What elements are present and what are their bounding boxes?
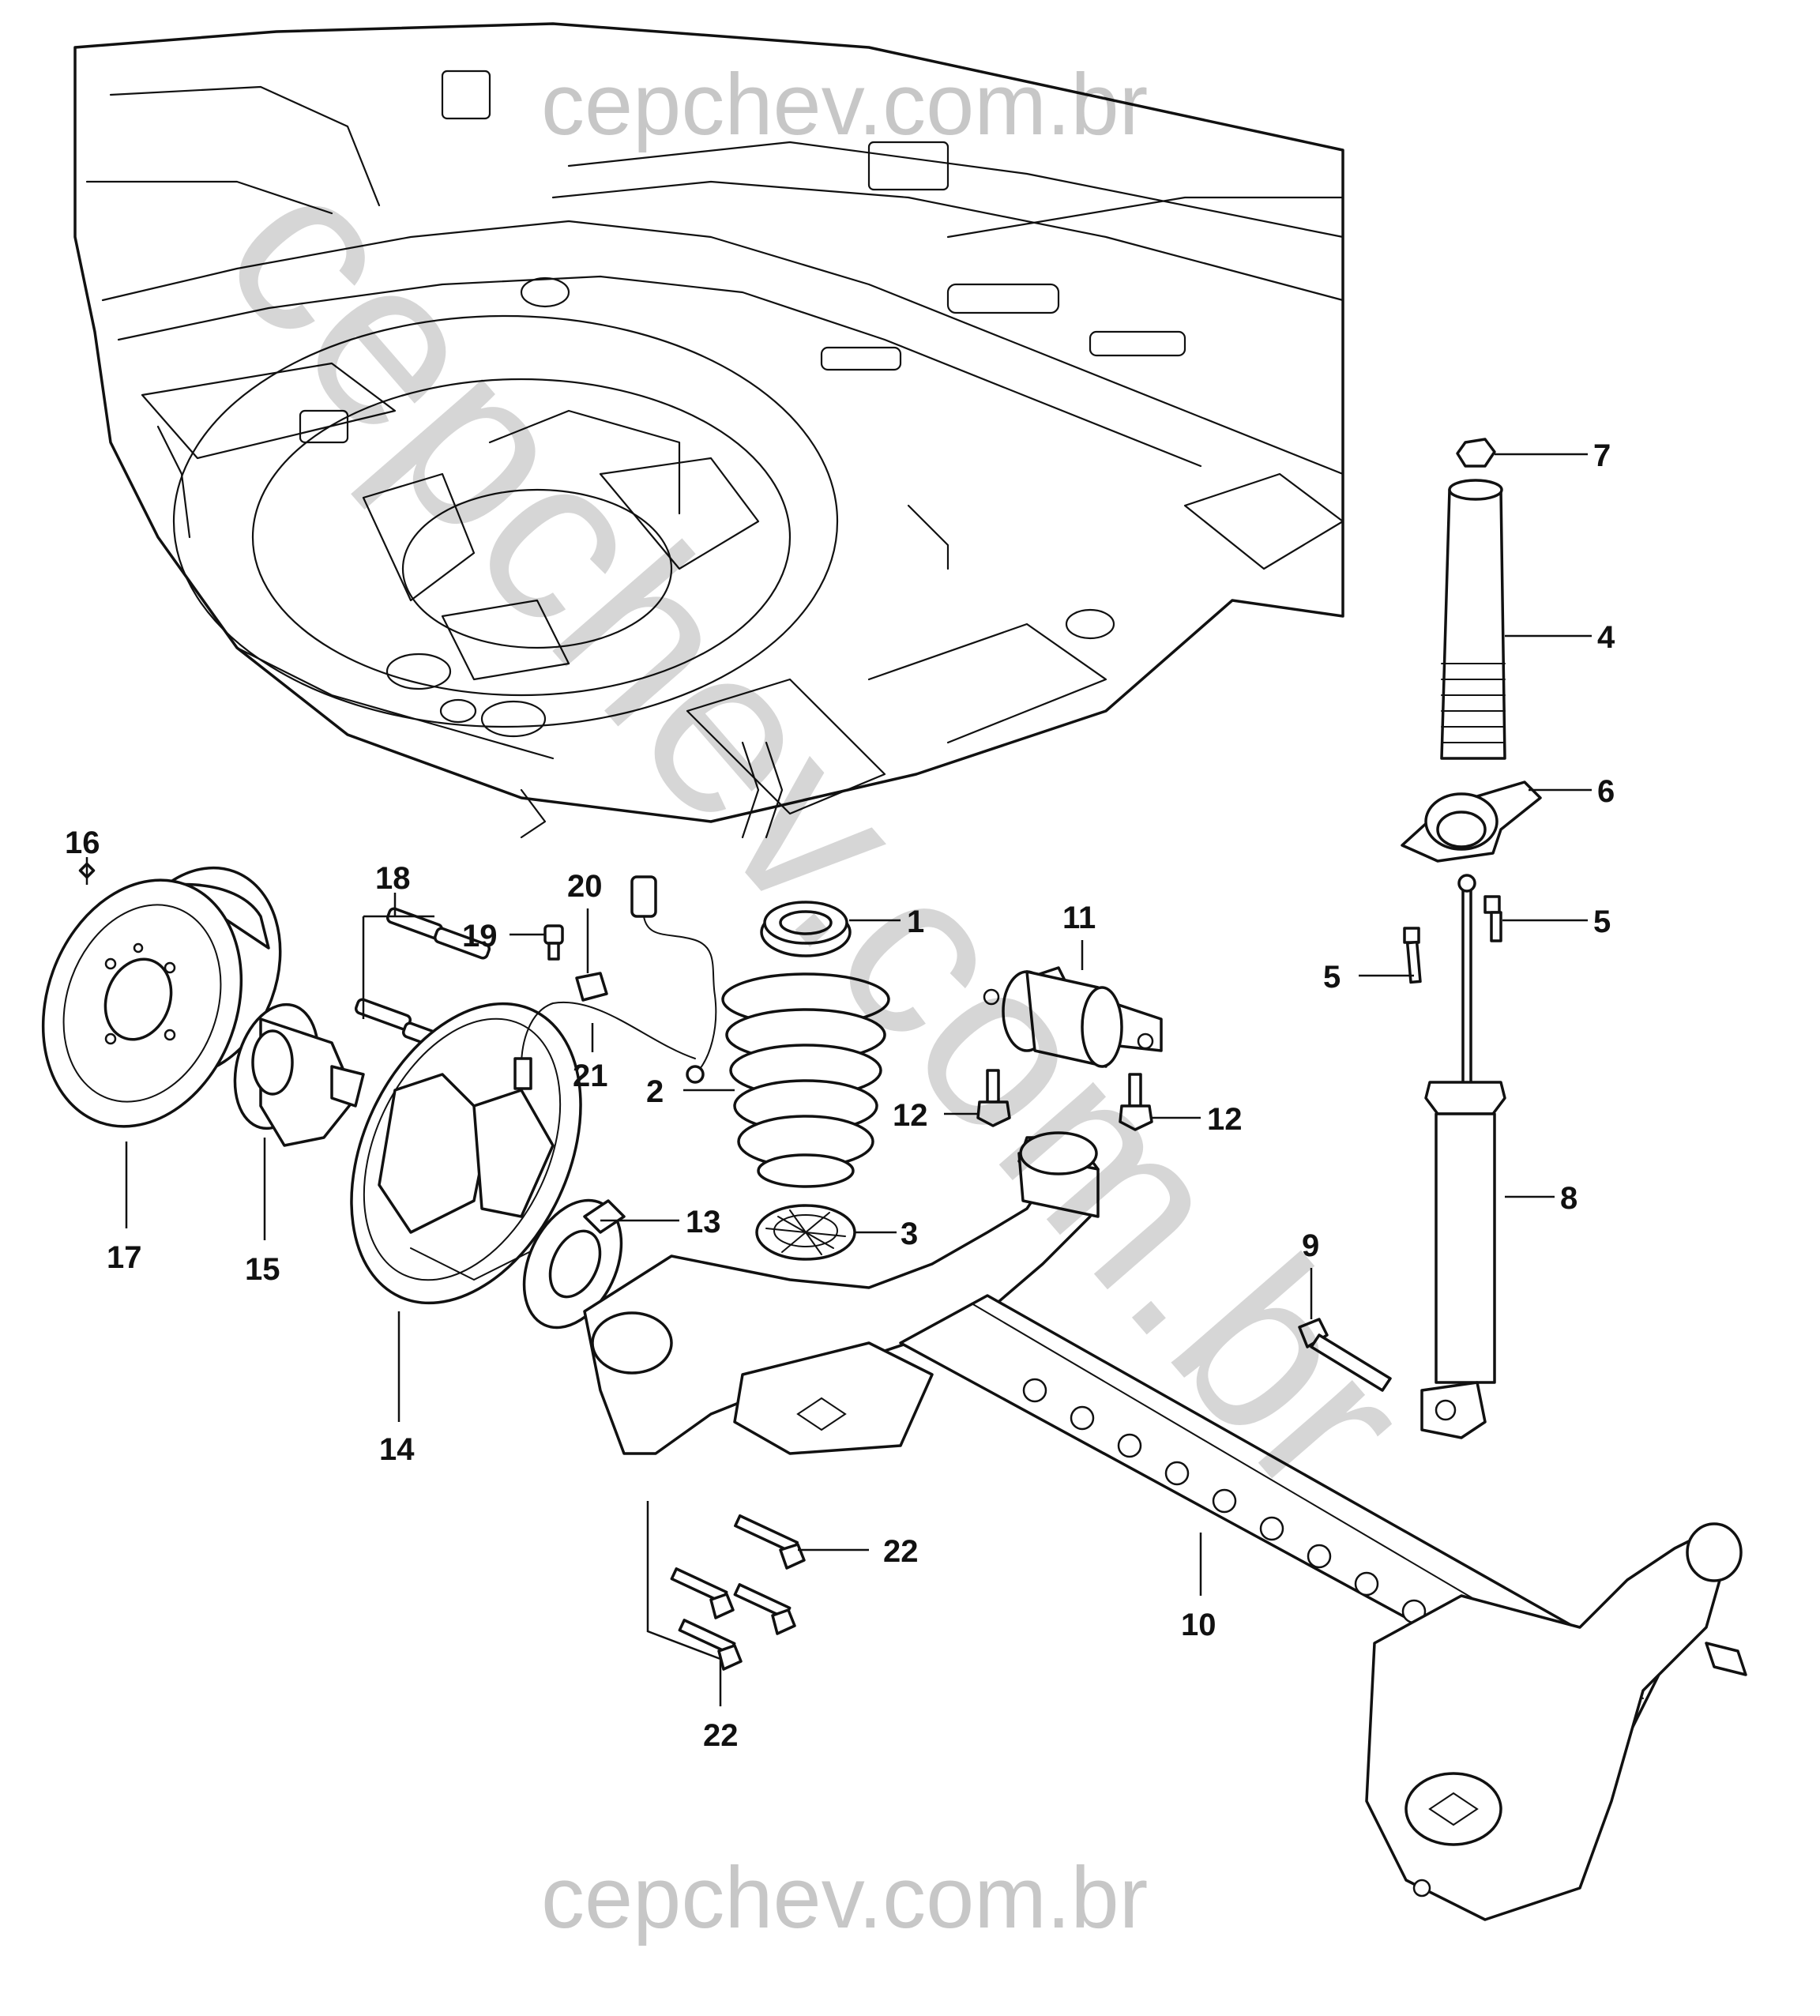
callout-9: 9 — [1302, 1228, 1319, 1263]
callout-3: 3 — [901, 1217, 918, 1251]
part-12-bolt-right — [1119, 1073, 1153, 1131]
callout-17: 17 — [107, 1240, 142, 1275]
part-9-long-bolt — [1298, 1318, 1392, 1392]
part-1-upper-spring-seat — [760, 901, 852, 957]
callout-labels: 1 2 3 4 5 5 6 7 8 9 10 11 12 12 13 14 15… — [65, 438, 1615, 1753]
leader-lines — [85, 453, 1592, 1706]
callout-1: 1 — [907, 905, 924, 939]
watermark-top: cepchev.com.br — [541, 56, 1148, 153]
part-11-bushing — [983, 966, 1163, 1068]
part-5-bolt-right — [1483, 895, 1502, 942]
callout-18: 18 — [375, 861, 411, 896]
part-8-shock-absorber — [1420, 874, 1506, 1439]
callout-8: 8 — [1560, 1181, 1577, 1216]
callout-14: 14 — [379, 1432, 415, 1467]
callout-13: 13 — [686, 1205, 721, 1239]
callout-10: 10 — [1181, 1608, 1216, 1642]
part-3-lower-spring-seat — [755, 1204, 856, 1261]
callout-5-left: 5 — [1323, 960, 1341, 995]
callout-11: 11 — [1062, 901, 1096, 935]
part-6-upper-mount — [1401, 780, 1542, 863]
part-21-abs-sensor-cable — [513, 875, 717, 1090]
part-2-coil-spring — [721, 972, 890, 1188]
part-13-bearing-plate — [522, 1198, 626, 1330]
part-19-bolt — [543, 924, 564, 961]
callout-2: 2 — [646, 1074, 664, 1109]
callout-20: 20 — [567, 869, 603, 904]
watermark-bottom: cepchev.com.br — [541, 1849, 1148, 1946]
callout-5-right: 5 — [1593, 905, 1611, 939]
callout-22-bottom: 22 — [703, 1718, 739, 1753]
part-10-rear-axle-beam — [583, 1131, 1747, 1921]
callout-19: 19 — [462, 919, 498, 953]
callout-21: 21 — [573, 1059, 608, 1093]
callout-12-left: 12 — [893, 1098, 928, 1133]
part-4-dust-boot — [1440, 479, 1506, 760]
part-22-bolts — [670, 1514, 806, 1671]
callout-12-right: 12 — [1207, 1102, 1243, 1137]
callout-4: 4 — [1597, 620, 1615, 655]
callout-6: 6 — [1597, 774, 1615, 809]
callout-7: 7 — [1593, 438, 1611, 473]
part-17-brake-drum — [41, 866, 282, 1128]
callout-15: 15 — [245, 1252, 280, 1287]
vehicle-underbody — [73, 22, 1344, 839]
callout-22-right: 22 — [883, 1534, 919, 1569]
part-5-bolt-left — [1403, 927, 1422, 984]
callout-16: 16 — [65, 826, 100, 860]
part-15-wheel-hub — [233, 1002, 365, 1147]
part-20-clip — [575, 972, 608, 1002]
part-12-bolt-left — [976, 1069, 1011, 1127]
part-7-nut — [1456, 438, 1496, 468]
